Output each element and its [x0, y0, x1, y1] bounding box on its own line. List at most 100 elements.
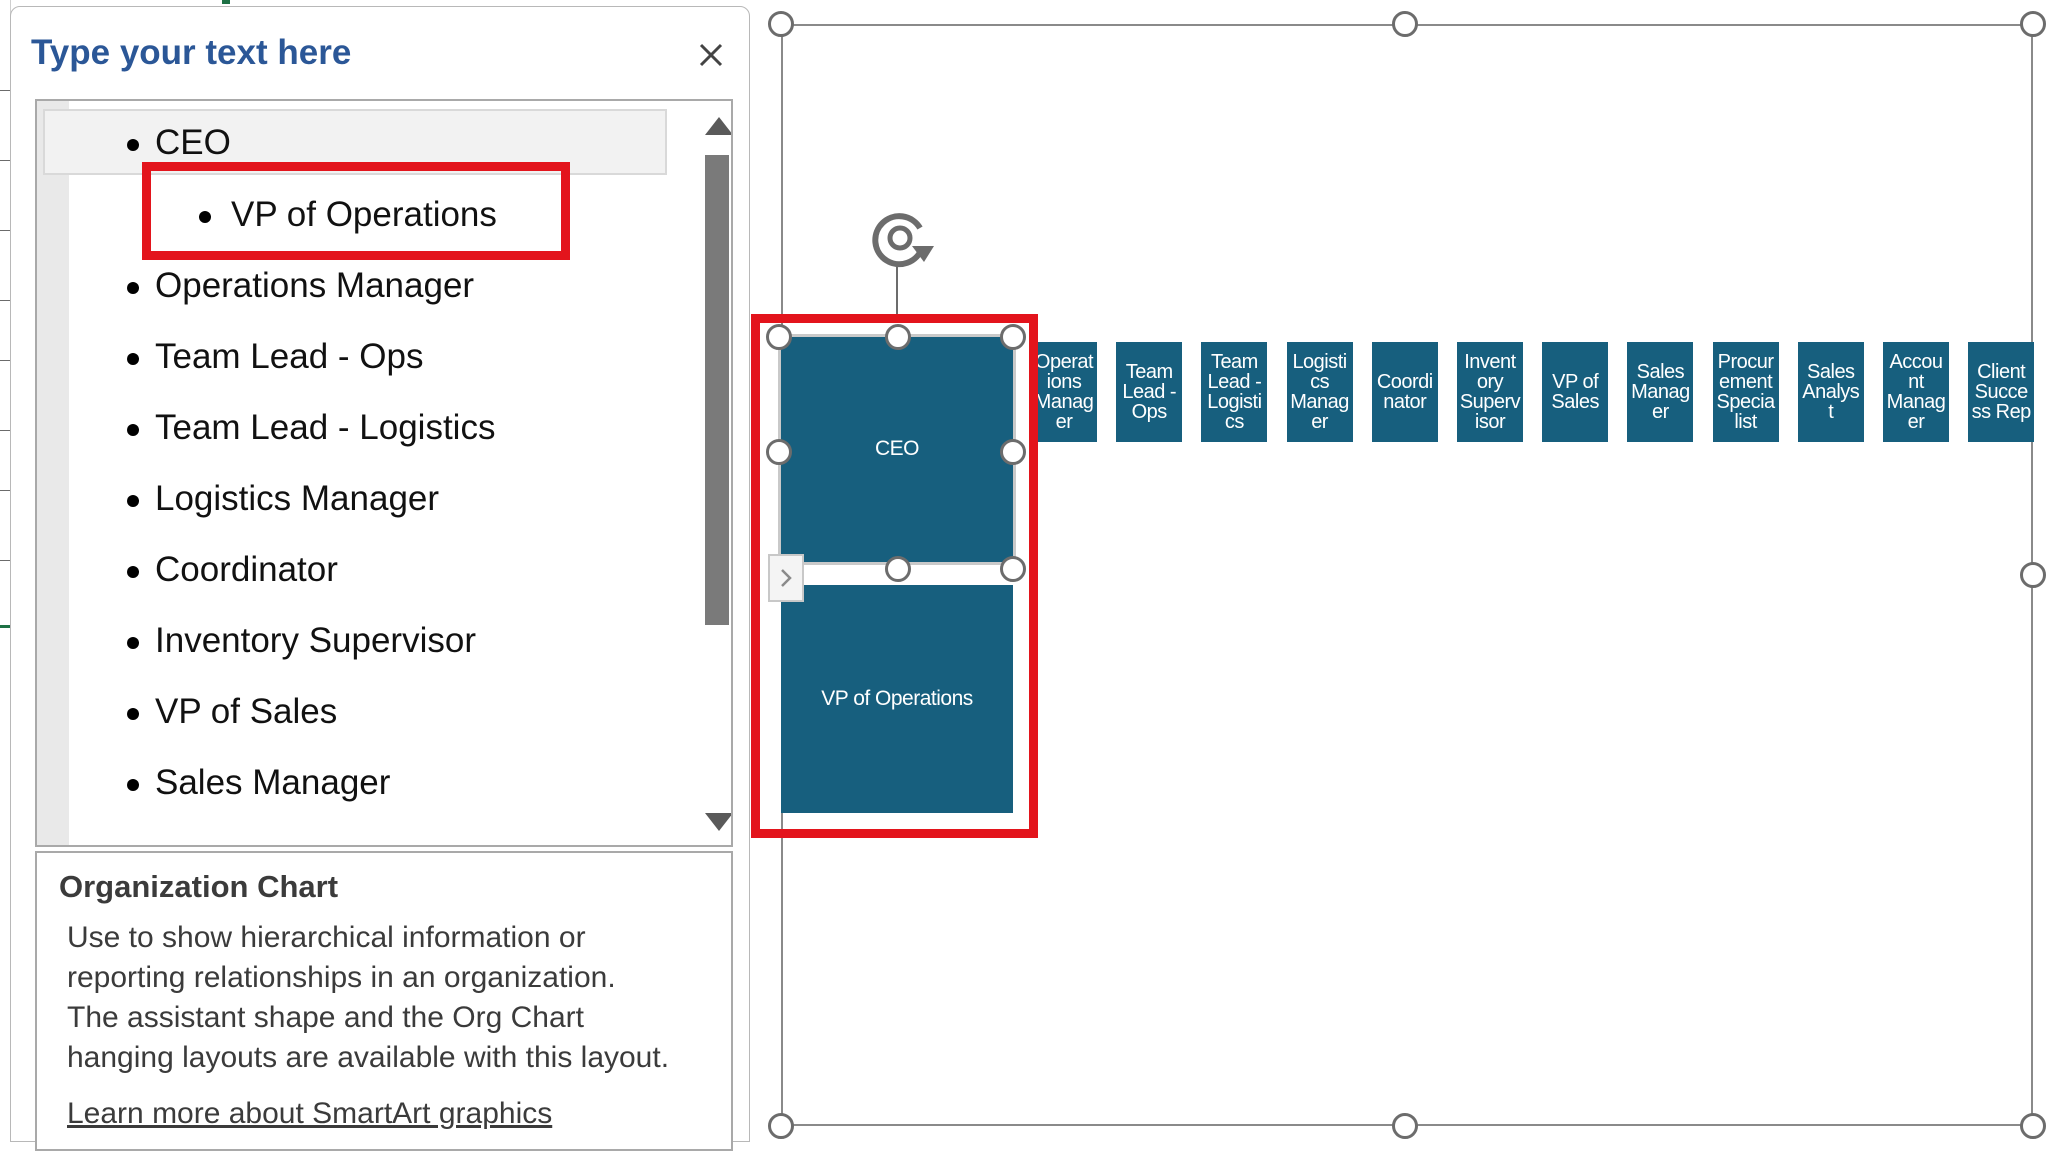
bullet [127, 139, 139, 151]
resize-handle[interactable] [1000, 439, 1026, 465]
gridline [0, 230, 10, 231]
org-box-label-line: Specia [1716, 391, 1776, 413]
active-cell-edge [0, 625, 10, 628]
bullet [127, 637, 139, 649]
list-gutter [37, 101, 69, 845]
org-box-label-line: Team [1210, 351, 1258, 373]
close-pane-button[interactable] [691, 35, 731, 75]
resize-handle[interactable] [1392, 11, 1418, 37]
bullet [127, 566, 139, 578]
resize-handle[interactable] [2020, 562, 2046, 588]
resize-handle[interactable] [2020, 11, 2046, 37]
bullet [127, 353, 139, 365]
vertical-scrollbar[interactable] [697, 101, 731, 845]
gridline [0, 560, 10, 561]
close-icon [699, 43, 723, 67]
org-box-label-line: Client [1977, 361, 2026, 383]
org-box-label-line: Sales [1551, 391, 1599, 413]
org-box-label-line: Operat [1034, 351, 1094, 373]
org-box-label-line: Lead - [1207, 371, 1262, 393]
description-line: hanging layouts are available with this … [67, 1041, 670, 1074]
org-box-label-line: Invent [1464, 351, 1516, 373]
resize-handle[interactable] [1000, 324, 1026, 350]
resize-handle[interactable] [885, 324, 911, 350]
bullet [127, 424, 139, 436]
rotate-connector [896, 262, 898, 322]
learn-more-link[interactable]: Learn more about SmartArt graphics [67, 1097, 553, 1130]
pane-title: Type your text here [31, 33, 352, 72]
org-box-label-line: cs [1310, 371, 1330, 393]
org-box-label-line: Logisti [1207, 391, 1262, 413]
resize-handle[interactable] [1392, 1113, 1418, 1139]
bullet [127, 495, 139, 507]
org-box-label-line: ss Rep [1971, 401, 2032, 423]
org-box-label-line: ory [1476, 371, 1504, 393]
resize-handle[interactable] [1000, 556, 1026, 582]
org-box-label-line: Superv [1459, 391, 1521, 413]
rotate-handle[interactable] [862, 200, 942, 280]
gridline [0, 430, 10, 431]
description-title: Organization Chart [59, 869, 339, 904]
org-box-label-line: Manag [1034, 391, 1094, 413]
org-box-ceo[interactable]: CEO [781, 337, 1013, 562]
resize-handle[interactable] [768, 1113, 794, 1139]
list-item-label: Team Lead - Logistics [155, 408, 496, 447]
bullet [127, 282, 139, 294]
resize-handle[interactable] [766, 439, 792, 465]
smartart-text-pane: Type your text here CEO VP of Operations… [10, 6, 750, 1151]
list-item-label: Coordinator [155, 550, 338, 589]
active-cell-edge [222, 0, 230, 4]
org-box-label-line: Accou [1889, 351, 1943, 373]
resize-handle[interactable] [885, 556, 911, 582]
resize-handle[interactable] [766, 324, 792, 350]
layout-description: Organization Chart Use to show hierarchi… [35, 851, 733, 1151]
bullet [127, 779, 139, 791]
chevron-right-icon [781, 569, 792, 587]
org-box-label-line: er [1311, 411, 1328, 433]
list-item-label: Operations Manager [155, 266, 475, 305]
smartart-frame[interactable] [781, 24, 2033, 1126]
org-box-vp-operations[interactable]: VP of Operations [781, 585, 1013, 813]
text-entry-list[interactable]: CEO VP of Operations Operations Manager … [35, 99, 733, 847]
org-box-label-line: Sales [1636, 361, 1685, 383]
org-box-label-line: Team [1125, 361, 1173, 383]
org-box-label-line: er [1907, 411, 1925, 433]
gridline [0, 90, 10, 91]
resize-handle[interactable] [2020, 1113, 2046, 1139]
rotate-icon [872, 213, 934, 268]
bullet [127, 708, 139, 720]
org-box-label-line: Coordi [1376, 371, 1433, 393]
org-box-label-line: Manag [1290, 391, 1349, 413]
scroll-thumb[interactable] [705, 155, 729, 625]
org-box-label-line: Manag [1886, 391, 1946, 413]
resize-handle[interactable] [768, 11, 794, 37]
scroll-down-arrow-icon[interactable] [705, 813, 731, 831]
scroll-up-arrow-icon[interactable] [705, 117, 731, 135]
bullet [199, 211, 211, 223]
expand-text-pane-button[interactable] [768, 554, 804, 602]
description-line: The assistant shape and the Org Chart [67, 1001, 584, 1034]
org-box-label-line: cs [1224, 411, 1245, 433]
org-box-label-line: VP of [1552, 371, 1599, 393]
list-item-label: Team Lead - Ops [155, 337, 424, 376]
org-box-label-line: ement [1719, 371, 1773, 393]
